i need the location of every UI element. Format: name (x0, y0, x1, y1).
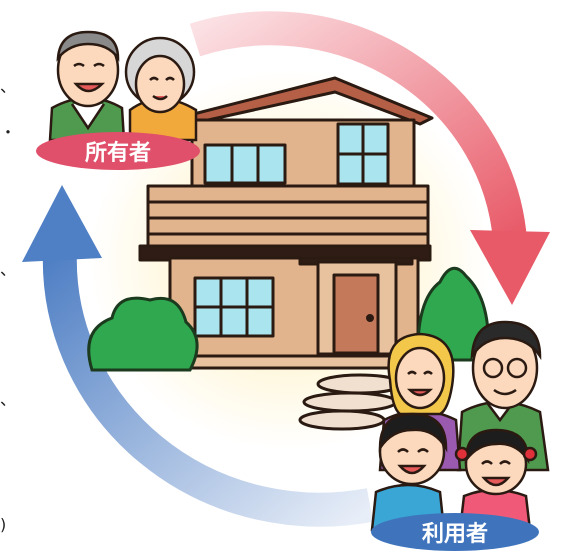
elderly-couple-illustration (48, 30, 198, 142)
user-label: 利用者 (422, 522, 488, 547)
edge-mark-1: 、 (0, 77, 16, 96)
edge-mark-4: 、 (0, 390, 16, 409)
bush-left (87, 296, 199, 372)
user-badge: 利用者 (371, 513, 539, 551)
family-illustration (370, 320, 550, 532)
owner-label: 所有者 (85, 140, 151, 166)
owner-badge: 所有者 (36, 132, 200, 170)
edge-mark-2: ・ (0, 123, 16, 142)
cycle-arrow-red (189, 11, 550, 305)
cycle-arrow-blue (22, 185, 374, 527)
house-illustration (138, 76, 434, 431)
edge-mark-5: ) (0, 515, 6, 534)
edge-mark-3: 、 (0, 260, 16, 279)
